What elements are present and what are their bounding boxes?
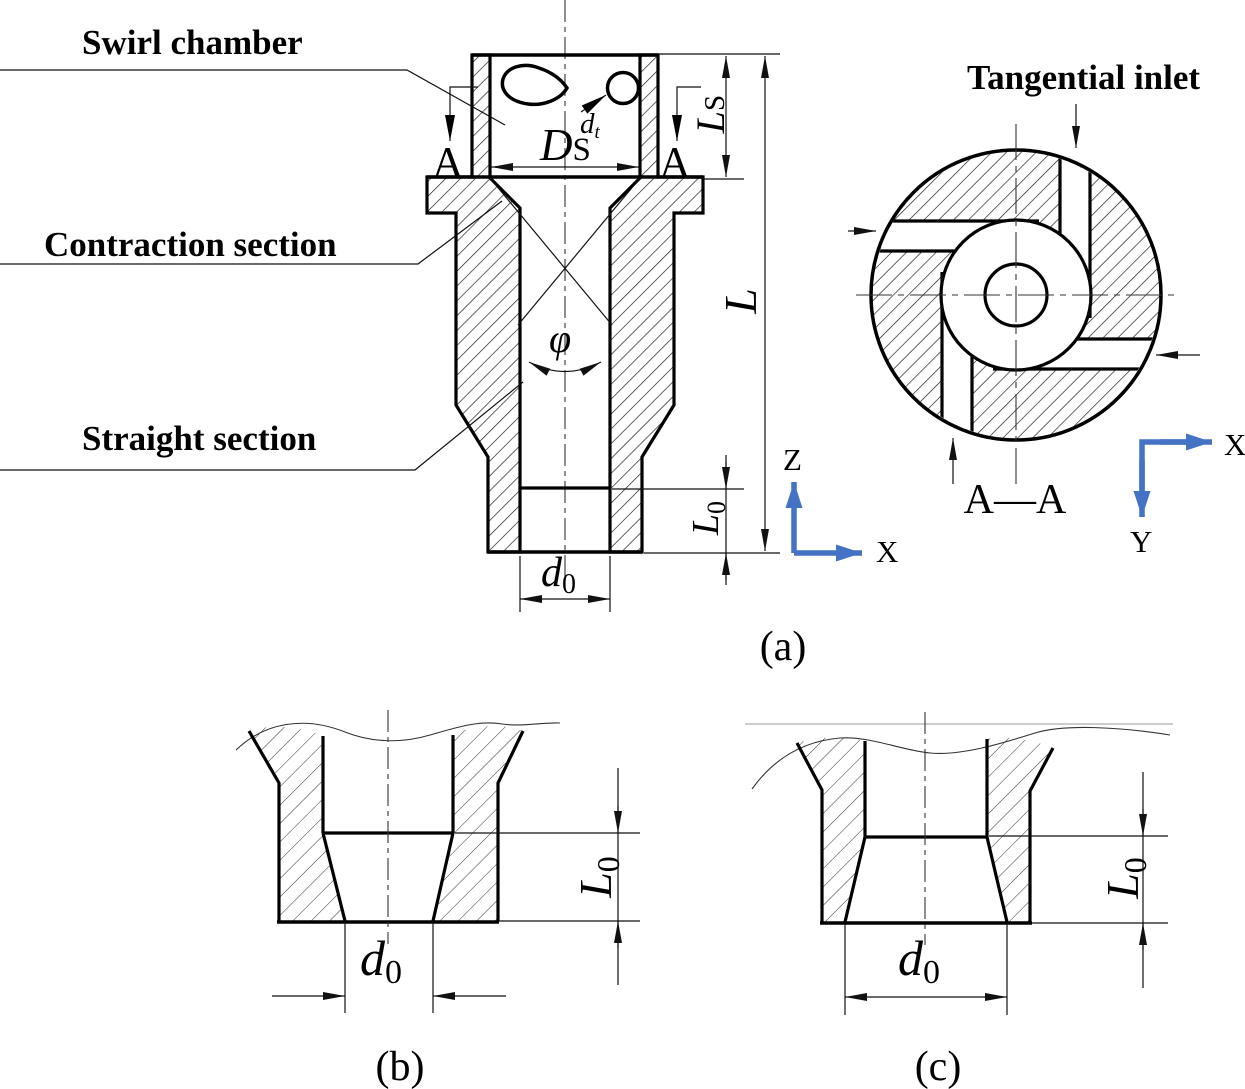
axes-main-view: Z X [783,442,898,569]
axis-x-label: X [876,534,898,569]
leader-swirl-chamber [0,69,506,126]
leader-straight-section [0,381,524,471]
label-straight-section: Straight section [82,419,316,458]
wall-hatch-right [987,737,1053,923]
cone-angle-arc [528,361,602,376]
section-view-title: A—A [964,477,1067,523]
panel-b-convergent-outlet: L0 d0 (b) [235,710,640,1089]
panel-c-divergent-outlet: L0 d0 (c) [745,712,1173,1089]
axes-section-view: X Y [1130,427,1245,559]
dim-label-d0: d0 [360,930,402,991]
dim-label-L0: L0 [570,856,626,899]
outer-wall-right [1028,747,1055,922]
section-cut-mark-left [445,86,478,141]
outer-wall-left [247,730,281,921]
panel-b-label: (b) [376,1044,425,1089]
dim-label-d0: d0 [541,550,576,600]
tangential-channel-teardrop [500,63,570,107]
dim-label-dt: dt [580,108,601,143]
view-section-aa: Tangential inlet A—A X [848,58,1245,559]
leader-contraction-section [0,200,503,265]
panel-c-label: (c) [915,1044,962,1089]
dim-label-d0: d0 [898,930,940,991]
outer-wall-left [795,742,824,922]
cone-construction-line [517,177,641,326]
tangential-inlet-hole [605,70,641,106]
dim-label-L0: L0 [685,501,731,536]
break-line [235,722,561,751]
label-tangential-inlet: Tangential inlet [967,58,1200,97]
cone-construction-line [489,177,613,326]
view-main-section: φ Swirl chamber Contraction section Stra… [0,0,898,670]
dim-label-phi: φ [549,316,571,361]
convergent-taper-left [321,832,347,922]
axis-z-label: Z [783,442,802,477]
dim-leader-dt [580,94,607,114]
divergent-taper-right [985,836,1009,923]
wall-hatch-left [797,737,865,923]
divergent-taper-left [843,836,867,923]
wall-hatch-left [249,726,345,921]
dim-label-L0: L0 [1097,857,1153,900]
label-swirl-chamber: Swirl chamber [82,23,303,62]
section-letter-right: A [659,138,691,187]
convergent-taper-right [431,832,455,922]
panel-a-label: (a) [760,624,807,670]
section-letter-left: A [432,138,464,187]
label-contraction-section: Contraction section [44,225,337,264]
dim-label-L: L [715,288,766,315]
dim-label-Ds: DS [539,120,591,170]
outer-wall-right [496,730,525,921]
axis-x-label: X [1224,427,1245,462]
axis-y-label: Y [1130,524,1152,559]
dim-label-Ls: LS [688,95,733,134]
section-cut-mark-right [672,86,701,141]
